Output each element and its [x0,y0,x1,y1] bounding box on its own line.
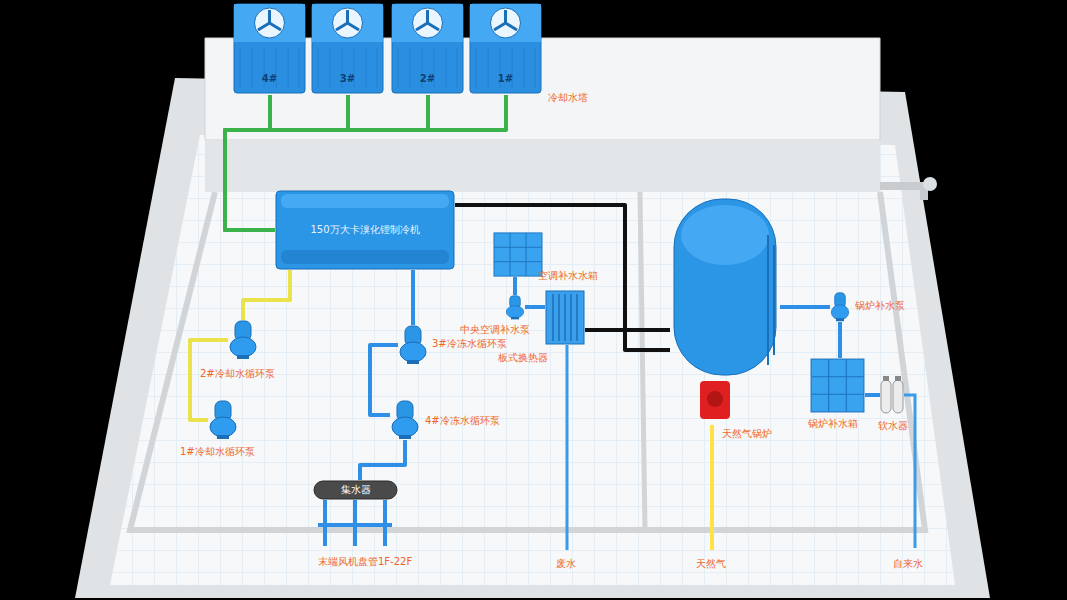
tank-symbol [493,232,543,277]
equipment-soft: 软水器 [880,375,904,415]
equipment-label: 1#冷却水循环泵 [180,446,255,458]
equipment-tower: 2# [390,2,465,95]
equipment-name: 4# [262,73,277,85]
equipment-label: 3#冷冻水循环泵 [432,338,507,350]
equipment-label: 2#冷却水循环泵 [200,368,275,380]
pipe-label: 废水 [556,558,576,570]
equipment-label: 板式换热器 [498,352,548,364]
pipe-connector [370,345,398,415]
pipe-connector [865,393,880,397]
pump-symbol [228,320,258,360]
pump-symbol [398,325,428,365]
equipment-label: 软水器 [878,420,908,432]
equipment-pump: 2#冷却水循环泵 [228,320,258,360]
pipe-connector [780,305,830,309]
pipe-label: 冷却水塔 [548,92,588,104]
equipment-tank: 空调补水水箱 [493,232,543,277]
soft-symbol [880,375,904,415]
equipment-name: 3# [340,73,355,85]
boiler-symbol [670,195,780,445]
equipment-label: 锅炉补水箱 [808,418,858,430]
equipment-name: 2# [420,73,435,85]
pipe-connector [243,270,290,320]
equipment-pump: 1#冷却水循环泵 [208,400,238,440]
equipment-name: 集水器 [341,484,371,496]
pump-symbol [390,400,420,440]
equipment-pump: 4#冷冻水循环泵 [390,400,420,440]
equipment-collector: 集水器 [313,480,398,500]
equipment-label: 空调补水水箱 [538,270,598,282]
equipment-tower: 4# [232,2,307,95]
equipment-label: 天然气锅炉 [722,428,772,440]
equipment-pump: 锅炉补水泵 [830,292,850,322]
pipe-label: 自来水 [893,558,923,570]
equipment-hx: 板式换热器 [545,290,585,345]
pump-symbol [208,400,238,440]
pipe-connector [525,305,545,309]
equipment-tower: 3# [310,2,385,95]
pipe-connector [838,322,842,358]
equipment-name: 1# [498,73,513,85]
pipe-label: 天然气 [696,558,726,570]
pipe-connector [585,328,670,332]
equipment-tank: 锅炉补水箱 [810,358,865,413]
equipment-boiler: 天然气锅炉 [670,195,780,445]
pipe-connector [360,440,405,480]
hx-symbol [545,290,585,345]
equipment-tower: 1# [468,2,543,95]
pipe-connector [455,205,670,350]
tank-symbol [810,358,865,413]
equipment-pump: 3#冷冻水循环泵 [398,325,428,365]
equipment-chiller: 150万大卡溴化锂制冷机 [275,190,455,270]
pump-symbol [505,295,525,320]
equipment-label: 锅炉补水泵 [855,300,905,312]
pipe-label: 末端风机盘管1F-22F [318,556,412,568]
pipe-connector [513,277,517,295]
pipe-connector [411,270,415,325]
pump-symbol [830,292,850,322]
equipment-pump: 中央空调补水泵 [505,295,525,320]
equipment-label: 中央空调补水泵 [460,324,530,336]
equipment-name: 150万大卡溴化锂制冷机 [310,224,419,236]
pipe-connector [225,95,275,230]
equipment-label: 4#冷冻水循环泵 [425,415,500,427]
